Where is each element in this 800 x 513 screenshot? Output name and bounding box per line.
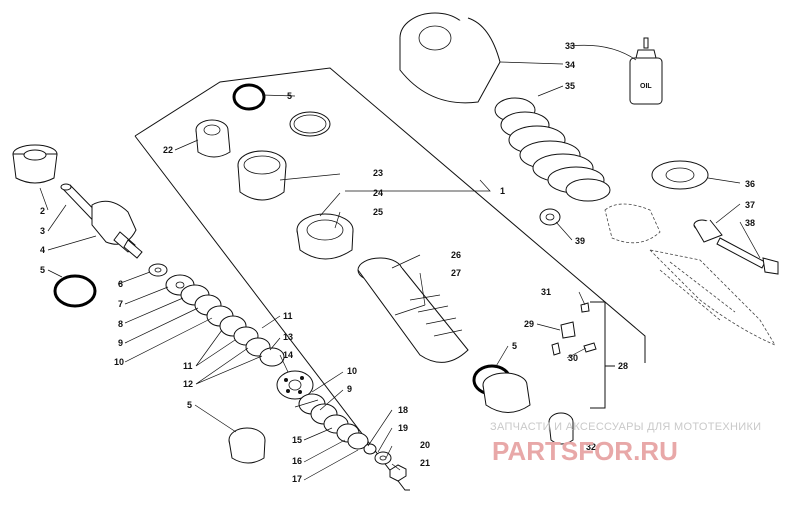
spacer-37 bbox=[693, 219, 723, 243]
label-5-bottom: 5 bbox=[187, 400, 192, 410]
label-28: 28 bbox=[618, 361, 628, 371]
piston bbox=[276, 370, 314, 400]
bushing-23 bbox=[237, 150, 287, 201]
label-6: 6 bbox=[118, 279, 123, 289]
label-8: 8 bbox=[118, 319, 123, 329]
oil-bottle-33: OIL bbox=[629, 37, 663, 105]
label-22: 22 bbox=[163, 145, 173, 155]
label-24: 24 bbox=[373, 188, 383, 198]
coil-spring-35 bbox=[494, 97, 611, 202]
body-cap-lower bbox=[482, 372, 531, 413]
label-27: 27 bbox=[451, 268, 461, 278]
label-38: 38 bbox=[745, 218, 755, 228]
label-20: 20 bbox=[420, 440, 430, 450]
label-17: 17 bbox=[292, 474, 302, 484]
label-33: 33 bbox=[565, 41, 575, 51]
label-23: 23 bbox=[373, 168, 383, 178]
label-7: 7 bbox=[118, 299, 123, 309]
label-10-right: 10 bbox=[347, 366, 357, 376]
label-21: 21 bbox=[420, 458, 430, 468]
label-10-left: 10 bbox=[114, 357, 124, 367]
label-18: 18 bbox=[398, 405, 408, 415]
label-15: 15 bbox=[292, 435, 302, 445]
shaft-eyelet-bushing bbox=[12, 144, 58, 184]
watermark-logo: PARTSFOR.RU bbox=[492, 436, 678, 466]
watermark-tagline: ЗАПЧАСТИ И АКСЕССУАРЫ ДЛЯ МОТОТЕХНИКИ bbox=[490, 421, 761, 433]
bolt-38 bbox=[716, 237, 779, 275]
assembly-frames bbox=[134, 67, 646, 491]
label-5-right: 5 bbox=[512, 341, 517, 351]
shock-body-26-27 bbox=[357, 257, 469, 363]
label-37: 37 bbox=[745, 200, 755, 210]
eyelet-bushing-32 bbox=[548, 412, 574, 445]
shim-stack-upper bbox=[148, 263, 285, 367]
leader-lines bbox=[39, 44, 761, 481]
o-ring-left bbox=[53, 274, 97, 308]
shaft-bumper-body bbox=[91, 200, 143, 259]
label-39: 39 bbox=[575, 236, 585, 246]
label-4: 4 bbox=[40, 245, 45, 255]
watermark: ЗАПЧАСТИ И АКСЕССУАРЫ ДЛЯ МОТОТЕХНИКИ PA… bbox=[490, 421, 761, 466]
label-29: 29 bbox=[524, 319, 534, 329]
assembled-shock-ghost bbox=[604, 203, 776, 346]
label-31: 31 bbox=[541, 287, 551, 297]
band-left-lower bbox=[228, 427, 266, 464]
label-35: 35 bbox=[565, 81, 575, 91]
label-5-left: 5 bbox=[40, 265, 45, 275]
label-2: 2 bbox=[40, 206, 45, 216]
band-upper bbox=[289, 111, 331, 137]
label-9-right: 9 bbox=[347, 384, 352, 394]
label-12: 12 bbox=[183, 379, 193, 389]
label-26: 26 bbox=[451, 250, 461, 260]
spring-retainer-36 bbox=[651, 160, 709, 190]
oil-bottle-label: OIL bbox=[640, 83, 652, 90]
adjuster-ring-24-25 bbox=[296, 213, 354, 260]
label-25: 25 bbox=[373, 207, 383, 217]
label-9-left: 9 bbox=[118, 338, 123, 348]
label-11-right: 11 bbox=[283, 311, 293, 321]
o-ring-top bbox=[232, 83, 266, 111]
label-5-top: 5 bbox=[287, 91, 292, 101]
part-labels: 1 2 3 4 5 6 7 8 9 10 11 12 11 13 14 5 5 … bbox=[40, 41, 755, 484]
label-11-left: 11 bbox=[183, 361, 193, 371]
seal-head-22 bbox=[195, 119, 231, 158]
label-34: 34 bbox=[565, 60, 575, 70]
label-14: 14 bbox=[283, 350, 293, 360]
valve-parts-29-31 bbox=[551, 302, 597, 356]
dust-boot-34 bbox=[399, 12, 501, 104]
label-1: 1 bbox=[500, 186, 505, 196]
label-13: 13 bbox=[283, 332, 293, 342]
label-32: 32 bbox=[586, 442, 596, 452]
shim-stack-lower bbox=[298, 393, 407, 482]
label-19: 19 bbox=[398, 423, 408, 433]
nut-39 bbox=[539, 208, 561, 226]
label-30: 30 bbox=[568, 353, 578, 363]
label-36: 36 bbox=[745, 179, 755, 189]
label-3: 3 bbox=[40, 226, 45, 236]
label-16: 16 bbox=[292, 456, 302, 466]
